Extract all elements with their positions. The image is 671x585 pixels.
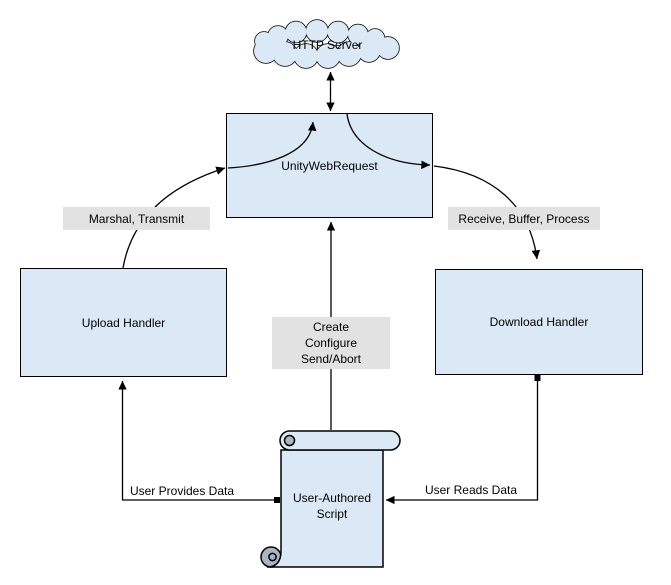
node-download-handler-box — [435, 269, 643, 375]
edge-label-user-provides-data: User Provides Data — [129, 484, 235, 498]
node-label-user-authored-script: User-Authored Script — [292, 491, 372, 521]
node-label-upload-handler: Upload Handler — [81, 315, 166, 330]
edge-start-square-script — [274, 497, 280, 503]
edge-label-user-reads-data: User Reads Data — [424, 483, 518, 497]
node-label-download-handler: Download Handler — [489, 315, 589, 329]
scroll-bottom-curl — [260, 546, 282, 568]
node-label-unitywebrequest: UnityWebRequest — [281, 158, 378, 173]
edge-label-receive-buffer-process: Receive, Buffer, Process — [448, 207, 600, 230]
arrow-download-handler-to-script — [385, 378, 539, 505]
edge-label-create-configure-send-abort: Create Configure Send/Abort — [272, 317, 390, 369]
scroll-curl-core — [268, 552, 277, 562]
edge-label-marshal-transmit: Marshal, Transmit — [63, 207, 210, 230]
arrow-script-to-upload-handler — [118, 380, 280, 501]
node-label-http-server: HTTP Server — [292, 38, 363, 52]
scroll-top-roll — [279, 430, 401, 451]
edge-start-square-download — [534, 375, 541, 381]
scroll-roll-spiral — [283, 434, 296, 447]
node-upload-handler-box — [20, 268, 227, 377]
